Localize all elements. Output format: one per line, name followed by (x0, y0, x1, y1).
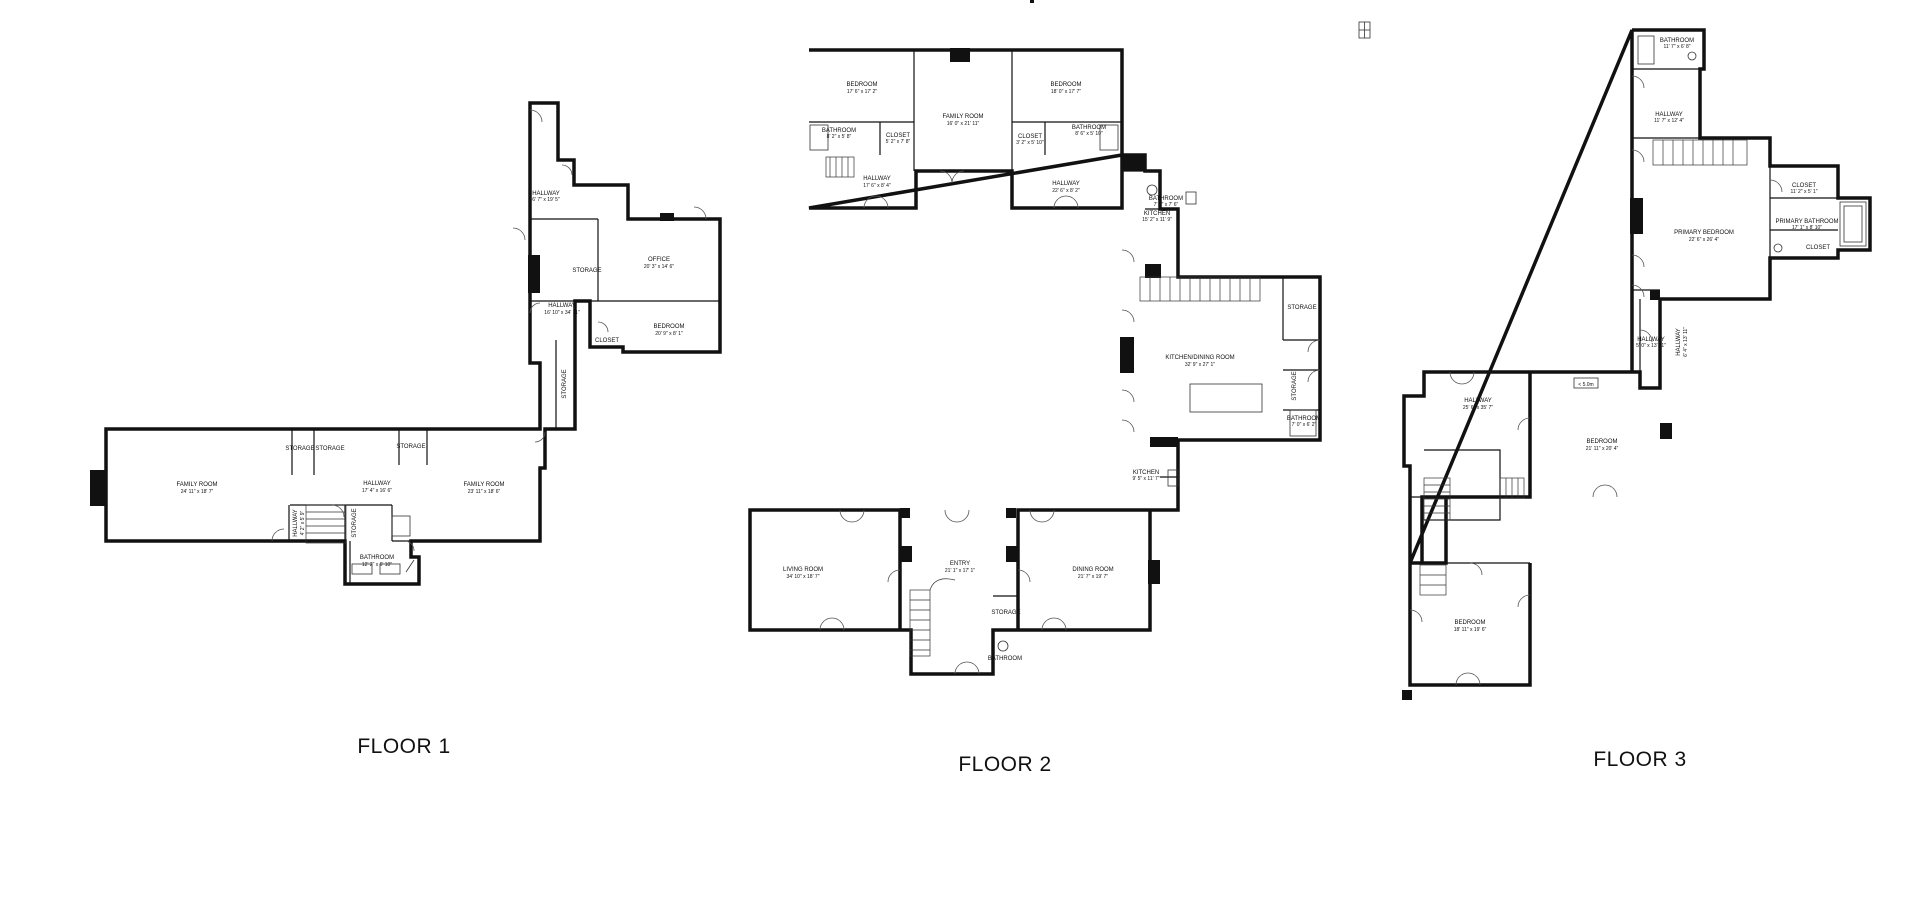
room-dims: 18' 11" x 19' 6" (1454, 627, 1487, 633)
room-dims: 20' 9" x 8' 1" (655, 331, 683, 337)
room-label: LIVING ROOM (783, 567, 823, 573)
floor-1-plan: FAMILY ROOM 24' 11" x 18' 7" STORAGE STO… (90, 101, 722, 758)
room-dims: 17' 1" x 8' 10" (1792, 225, 1822, 231)
room-dims: 24' 11" x 18' 7" (181, 489, 214, 495)
room-dims: 6' 4" x 13' 11" (1683, 327, 1689, 357)
room-label: BATHROOM (360, 555, 394, 561)
floor-2-plan: BEDROOM 17' 6" x 17' 2" FAMILY ROOM 16' … (748, 48, 1322, 776)
room-dims: 8' 6" x 5' 10" (1075, 131, 1103, 137)
room-dims: 12' 2" x 6' 10" (362, 562, 392, 568)
room-dims: 11' 2" x 5' 1" (1790, 189, 1817, 195)
room-label: STORAGE (991, 610, 1020, 616)
room-dims: 22' 6" x 8' 2" (1052, 188, 1080, 194)
room-label: HALLWAY (1676, 328, 1682, 356)
room-label: PRIMARY BATHROOM (1775, 219, 1838, 225)
room-label: HALLWAY (1637, 337, 1665, 343)
room-label: STORAGE (352, 508, 358, 537)
room-label: HALLWAY (532, 191, 560, 197)
room-dims: 7' 0" x 6' 2" (1292, 422, 1317, 428)
room-label: STORAGE (285, 446, 314, 452)
room-dims: 18' 0" x 17' 7" (1051, 89, 1081, 95)
room-label: BATHROOM (1660, 38, 1694, 44)
room-dims: 16' 0" x 21' 11" (947, 121, 980, 127)
room-label: DINING ROOM (1072, 567, 1113, 573)
room-dims: 17' 4" x 16' 6" (362, 488, 392, 494)
floor-3-walls (1402, 28, 1872, 687)
room-label: BEDROOM (1586, 439, 1617, 445)
room-label: FAMILY ROOM (942, 114, 983, 120)
room-label: BATHROOM (1072, 125, 1106, 131)
room-dims: 21' 11" x 20' 4" (1586, 446, 1619, 452)
room-label: CLOSET (886, 133, 910, 139)
room-label: HALLWAY (863, 176, 891, 182)
room-label: CLOSET (1018, 134, 1042, 140)
room-label: HALLWAY (363, 481, 391, 487)
room-dims: 11' 7" x 6' 8" (1663, 44, 1690, 50)
room-label: HALLWAY (1464, 398, 1492, 404)
room-label: ENTRY (950, 561, 970, 567)
room-label: HALLWAY (293, 509, 299, 537)
room-dims: 11' 7" x 12' 4" (1654, 118, 1684, 124)
room-label: HALLWAY (1052, 181, 1080, 187)
room-dims: 20' 3" x 14' 6" (644, 264, 674, 270)
room-label: OFFICE (648, 257, 670, 263)
room-label: CLOSET (1792, 183, 1816, 189)
room-dims: 32' 9" x 27' 1" (1185, 362, 1215, 368)
compass-icon (1358, 21, 1371, 39)
room-dims: 5' 2" x 7' 8" (886, 139, 911, 145)
room-label: STORAGE (1287, 305, 1316, 311)
room-dims: 8' 2" x 5' 8" (827, 134, 852, 140)
room-label: HALLWAY (1655, 112, 1683, 118)
room-label: BATHROOM (1149, 196, 1183, 202)
room-dims: 6' 7" x 19' 5" (532, 197, 560, 203)
room-label: PRIMARY BEDROOM (1674, 230, 1734, 236)
room-label: STORAGE (562, 369, 568, 398)
room-dims: 21' 1" x 17' 1" (945, 568, 975, 574)
room-dims: 22' 6" x 26' 4" (1689, 237, 1719, 243)
room-label: CLOSET (595, 338, 619, 344)
room-label: CLOSET (1806, 245, 1830, 251)
room-dims: 15' 2" x 11' 9" (1142, 217, 1172, 223)
floor-1-walls (104, 101, 722, 586)
room-label: BATHROOM (822, 128, 856, 134)
room-label: BEDROOM (653, 324, 684, 330)
room-label: STORAGE (1292, 371, 1298, 400)
room-label: BATHROOM (1287, 416, 1321, 422)
floor-1-label: FLOOR 1 (357, 735, 450, 758)
room-dims: 17' 6" x 8' 4" (863, 183, 891, 189)
room-label: BEDROOM (1050, 82, 1081, 88)
floor-3-plan: BATHROOM 11' 7" x 6' 8" HALLWAY 11' 7" x… (1402, 28, 1872, 771)
room-label: FAMILY ROOM (176, 482, 217, 488)
floor-2-label: FLOOR 2 (958, 753, 1051, 776)
room-dims: 25' 6" x 35' 7" (1463, 405, 1493, 411)
room-dims: 34' 10" x 18' 7" (787, 574, 820, 580)
room-dims: 3' 2" x 5' 10" (1016, 140, 1044, 146)
room-label: KITCHEN/DINING ROOM (1165, 355, 1234, 361)
height-note: < 5.0m (1578, 382, 1593, 388)
room-label: BATHROOM (988, 656, 1022, 662)
room-label: HALLWAY (548, 303, 576, 309)
room-dims: 4' 2" x 5' 9" (300, 510, 306, 535)
room-dims: 7' 1" x 7' 6" (1154, 202, 1179, 208)
room-label: KITCHEN (1144, 211, 1170, 217)
room-dims: 17' 6" x 17' 2" (847, 89, 877, 95)
room-label: FAMILY ROOM (463, 482, 504, 488)
room-dims: 5' 0" x 13' 11" (1636, 343, 1666, 349)
room-label: STORAGE (396, 444, 425, 450)
room-label: STORAGE (572, 268, 601, 274)
room-dims: 21' 7" x 19' 7" (1078, 574, 1108, 580)
room-dims: 16' 10" x 34' 11" (544, 310, 580, 316)
room-dims: 9' 5" x 11' 7" (1132, 476, 1159, 482)
floor-3-label: FLOOR 3 (1593, 748, 1686, 771)
room-label: BEDROOM (846, 82, 877, 88)
room-dims: 23' 11" x 18' 6" (468, 489, 501, 495)
room-label: BEDROOM (1454, 620, 1485, 626)
room-label: KITCHEN (1133, 470, 1159, 476)
room-label: STORAGE (315, 446, 344, 452)
